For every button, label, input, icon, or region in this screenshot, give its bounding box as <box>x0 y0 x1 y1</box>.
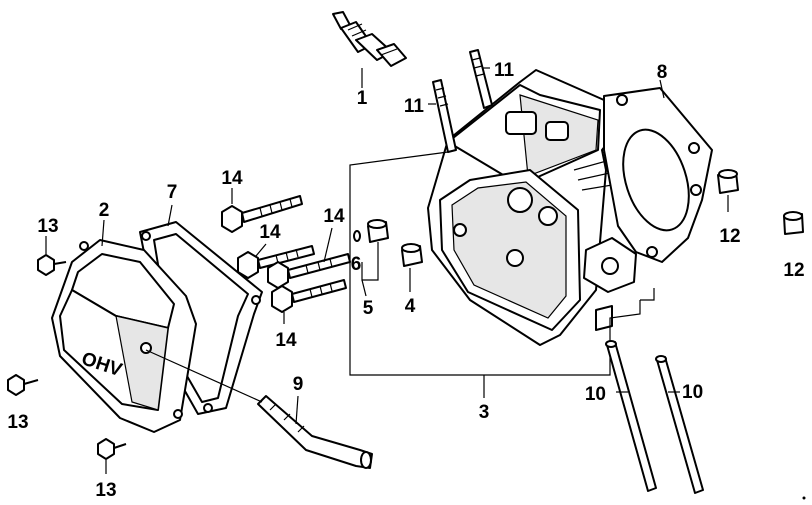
flange-bolt <box>271 279 347 313</box>
o-ring <box>353 230 361 242</box>
cover-screw <box>37 254 67 276</box>
guide-pin <box>401 243 423 267</box>
leader-line <box>295 395 299 425</box>
callout-11-right: 11 <box>494 60 515 81</box>
group-bracket <box>349 151 655 376</box>
cover-screw <box>7 374 39 396</box>
callout-10-right: 10 <box>682 382 703 403</box>
flange-bolt <box>237 245 315 279</box>
leader-line <box>659 79 665 99</box>
callout-13-left: 13 <box>7 412 28 433</box>
callout-1: 1 <box>357 88 368 109</box>
callout-14-bottom: 14 <box>275 330 297 351</box>
callout-9: 9 <box>293 374 304 395</box>
callout-3: 3 <box>479 402 490 423</box>
callout-10-left: 10 <box>585 384 606 405</box>
cylinder-head <box>427 69 637 346</box>
leader-line <box>255 243 267 257</box>
valve-cover <box>51 239 197 433</box>
flange-bolt <box>267 253 351 289</box>
callout-13-top: 13 <box>37 216 58 237</box>
callout-14-top: 14 <box>221 168 243 189</box>
leader-line <box>145 349 263 403</box>
callout-4: 4 <box>405 296 416 317</box>
callout-2: 2 <box>99 200 110 221</box>
callout-5: 5 <box>363 298 374 319</box>
spark-plug <box>332 11 407 67</box>
scan-speck <box>802 496 806 500</box>
callout-12-right: 12 <box>783 260 804 281</box>
guide-pin <box>367 219 389 243</box>
head-gasket <box>603 87 713 263</box>
dowel-pin <box>717 169 739 194</box>
callout-14-middle-right: 14 <box>323 206 345 227</box>
callout-7: 7 <box>167 182 178 203</box>
callout-12-middle: 12 <box>719 226 740 247</box>
cover-screw <box>97 438 127 460</box>
push-rod <box>605 340 657 492</box>
leader-line <box>323 227 333 263</box>
breather-tube <box>257 395 373 469</box>
stud-bolt <box>469 49 493 109</box>
cover-gasket <box>139 221 263 415</box>
flange-bolt <box>221 195 303 233</box>
stud-bolt <box>432 79 457 153</box>
callout-8: 8 <box>657 62 668 83</box>
callout-6: 6 <box>351 254 362 275</box>
dowel-pin <box>783 211 804 235</box>
leader-line <box>101 219 105 247</box>
leader-line <box>167 204 173 227</box>
callout-11-left: 11 <box>404 96 425 117</box>
callout-14-middle-left: 14 <box>259 222 281 243</box>
callout-13-bottom: 13 <box>95 480 116 501</box>
push-rod <box>655 355 704 494</box>
leader-line <box>361 279 367 297</box>
leader-line <box>361 242 379 281</box>
